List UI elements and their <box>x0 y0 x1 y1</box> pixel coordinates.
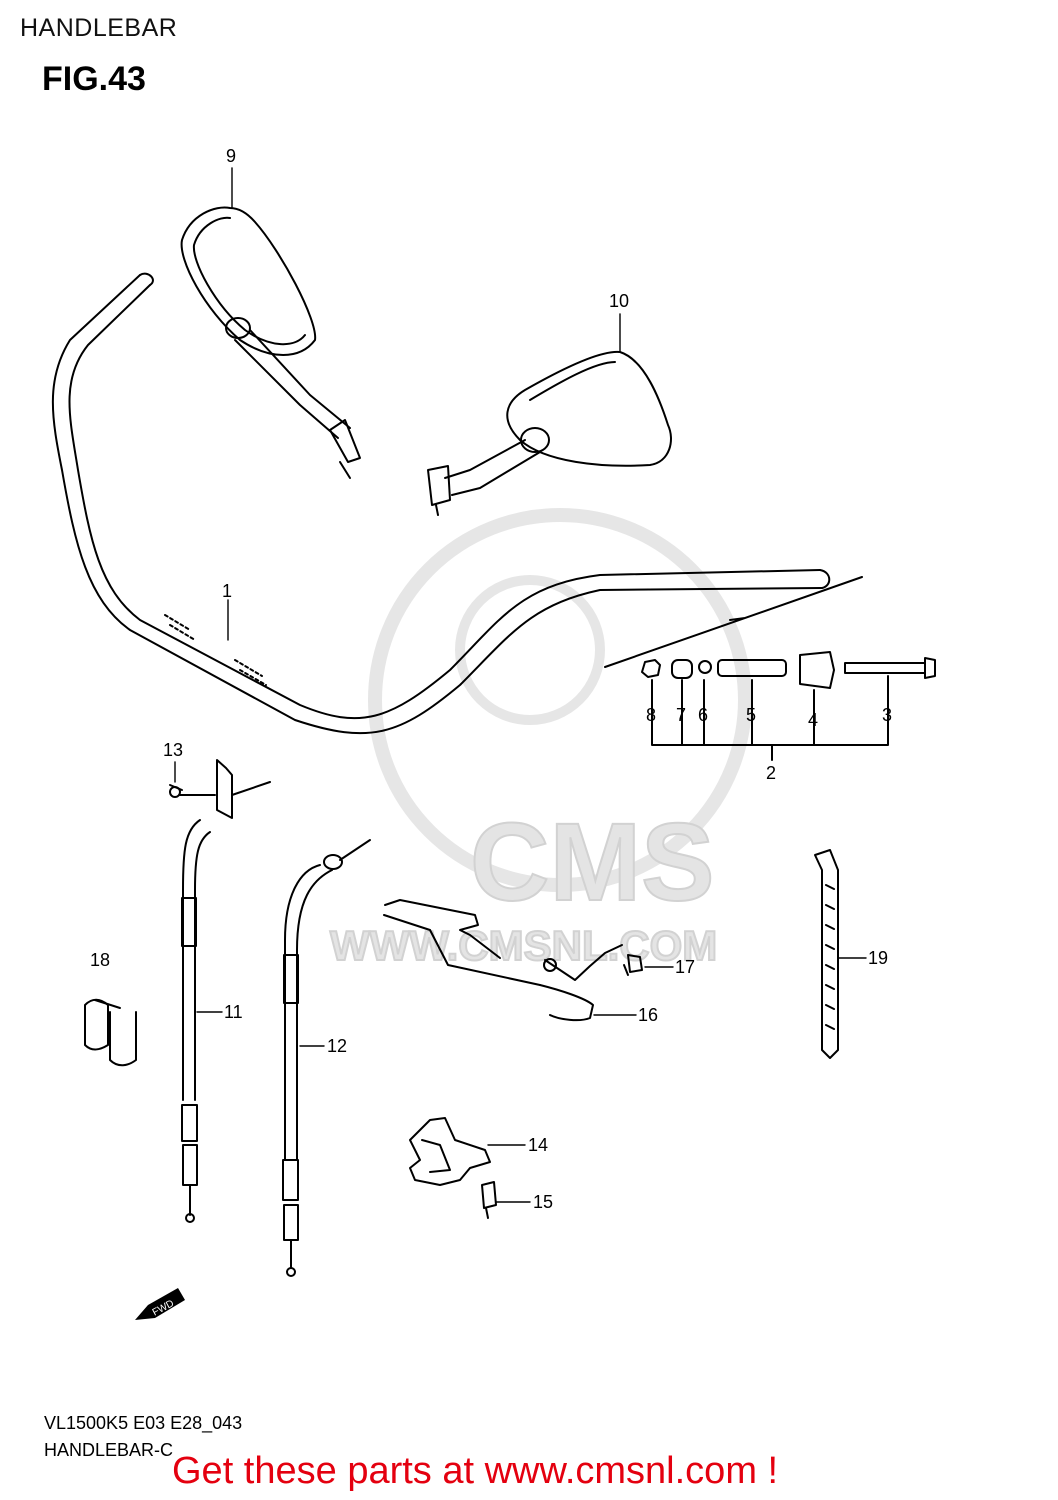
mirror-left <box>180 206 361 479</box>
watermark-url: WWW.CMSNL.COM <box>330 922 717 969</box>
cable-holder <box>84 998 137 1067</box>
callout-15: 15 <box>533 1192 553 1212</box>
leader-lines <box>174 167 867 1203</box>
watermark: CMS WWW.CMSNL.COM <box>329 508 752 970</box>
holder-parts <box>604 576 936 761</box>
callout-3: 3 <box>882 705 892 725</box>
callout-2: 2 <box>766 763 776 783</box>
callout-17: 17 <box>675 957 695 977</box>
callout-6: 6 <box>698 705 708 725</box>
callout-8: 8 <box>646 705 656 725</box>
callout-5: 5 <box>746 705 756 725</box>
promo-link[interactable]: Get these parts at www.cmsnl.com ! <box>172 1450 779 1492</box>
forward-arrow-icon: FWD <box>135 1288 185 1320</box>
callout-7: 7 <box>676 705 686 725</box>
callout-19: 19 <box>868 948 888 968</box>
cable-clamp <box>409 1117 497 1219</box>
callout-14: 14 <box>528 1135 548 1155</box>
fwd-label: FWD <box>151 1298 176 1318</box>
callout-4: 4 <box>808 710 818 730</box>
callout-13: 13 <box>163 740 183 760</box>
callout-9: 9 <box>226 146 236 166</box>
callout-16: 16 <box>638 1005 658 1025</box>
cable-guide <box>383 899 643 1022</box>
callout-12: 12 <box>327 1036 347 1056</box>
callout-1: 1 <box>222 581 232 601</box>
callout-10: 10 <box>609 291 629 311</box>
handlebar <box>51 272 831 735</box>
throttle-cable-1 <box>169 759 271 1223</box>
diagram-caption: HANDLEBAR-C <box>44 1440 174 1460</box>
throttle-cable-2 <box>282 839 371 1277</box>
section-title: HANDLEBAR <box>20 14 178 42</box>
figure-number: FIG.43 <box>42 60 146 98</box>
mirror-right <box>427 350 672 516</box>
callout-18: 18 <box>90 950 110 970</box>
cable-tie <box>814 849 839 1059</box>
watermark-brand: CMS <box>470 801 714 924</box>
model-code: VL1500K5 E03 E28_043 <box>44 1413 243 1433</box>
callout-11: 11 <box>224 1002 243 1022</box>
